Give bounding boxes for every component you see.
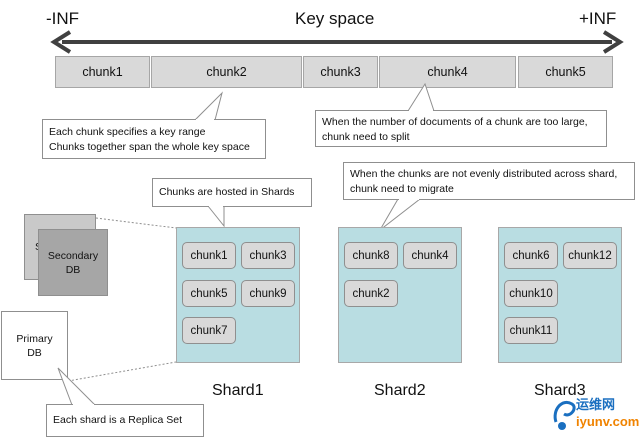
key-range-callout-line-1: Each chunk specifies a key range: [49, 126, 206, 138]
watermark-url: iyunv.com: [576, 414, 640, 429]
shard1-chunk-1: chunk1: [182, 242, 236, 269]
watermark-text: 运维网: [576, 397, 616, 412]
shard1-chunk-3: chunk5: [182, 280, 236, 307]
shard3-chunk-1: chunk6: [504, 242, 558, 269]
hosted-callout: Chunks are hosted in Shards: [152, 178, 312, 207]
key-chunk-4: chunk4: [379, 56, 516, 88]
secondary-db-label-2: DB: [65, 263, 81, 276]
key-space-arrow: [50, 30, 624, 54]
key-chunk-5: chunk5: [518, 56, 613, 88]
primary-db-label-2: DB: [27, 346, 42, 359]
secondary-db: Secondary DB: [38, 229, 108, 296]
migrate-callout: When the chunks are not evenly distribut…: [343, 162, 635, 200]
axis-min-label: -INF: [46, 9, 80, 28]
key-chunk-2: chunk2: [151, 56, 302, 88]
shard3-chunk-3: chunk10: [504, 280, 558, 307]
axis-max-label: +INF: [579, 9, 617, 28]
shard2-label: Shard2: [374, 382, 426, 399]
split-callout-line-2: chunk need to split: [322, 131, 410, 143]
migrate-callout-line-1: When the chunks are not evenly distribut…: [350, 168, 618, 180]
site-watermark: 运维网 iyunv.com: [548, 392, 640, 436]
migrate-callout-line-2: chunk need to migrate: [350, 183, 454, 195]
split-callout: When the number of documents of a chunk …: [315, 110, 607, 147]
replica-callout: Each shard is a Replica Set: [46, 404, 204, 437]
shard1-label: Shard1: [212, 382, 264, 399]
key-range-callout-line-2: Chunks together span the whole key space: [49, 141, 250, 153]
shard1-chunk-2: chunk3: [241, 242, 295, 269]
shard1-chunk-4: chunk9: [241, 280, 295, 307]
shard3-chunk-2: chunk12: [563, 242, 617, 269]
replica-callout-text: Each shard is a Replica Set: [53, 414, 182, 426]
hosted-callout-text: Chunks are hosted in Shards: [159, 186, 295, 198]
shard1-box: chunk1 chunk3 chunk5 chunk9 chunk7: [176, 227, 300, 363]
shard3-label: Shard3: [534, 382, 586, 399]
axis-title: Key space: [295, 9, 375, 28]
shard2-chunk-1: chunk8: [344, 242, 398, 269]
shard3-chunk-4: chunk11: [504, 317, 558, 344]
key-chunk-3: chunk3: [303, 56, 378, 88]
shard2-chunk-3: chunk2: [344, 280, 398, 307]
watermark-logo-icon: [553, 401, 576, 430]
shard3-box: chunk6 chunk12 chunk10 chunk11: [498, 227, 622, 363]
shard1-chunk-5: chunk7: [182, 317, 236, 344]
key-range-callout: Each chunk specifies a key range Chunks …: [42, 119, 266, 159]
shard2-chunk-2: chunk4: [403, 242, 457, 269]
key-chunk-1: chunk1: [55, 56, 150, 88]
primary-db-label-1: Primary: [16, 332, 53, 345]
primary-db: Primary DB: [1, 311, 68, 380]
secondary-db-label-1: Secondary: [47, 249, 99, 262]
split-callout-line-1: When the number of documents of a chunk …: [322, 116, 588, 128]
shard2-box: chunk8 chunk4 chunk2: [338, 227, 462, 363]
